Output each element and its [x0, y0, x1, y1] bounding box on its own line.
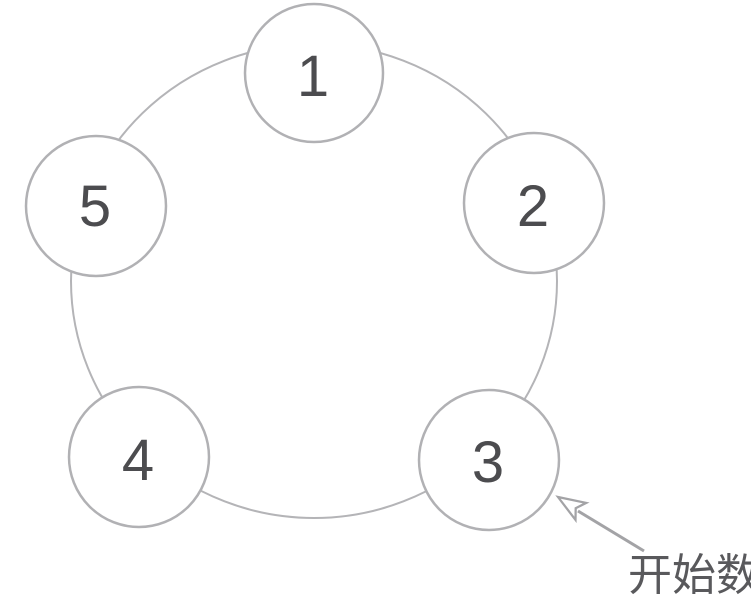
node-4: 4: [67, 385, 211, 529]
annotation-label: 开始数: [628, 551, 751, 600]
node-1-circle: [243, 2, 385, 144]
node-3: 3: [417, 388, 561, 532]
node-5-circle: [24, 134, 168, 278]
node-4-label: 4: [122, 428, 154, 493]
node-3-circle: [417, 388, 561, 532]
node-2: 2: [462, 131, 606, 275]
node-2-circle: [462, 131, 606, 275]
node-5: 5: [24, 134, 168, 278]
node-5-label: 5: [79, 174, 111, 239]
node-3-label: 3: [472, 430, 504, 495]
arrow-shaft-line: [577, 509, 645, 553]
arrow-head-icon: [555, 495, 590, 524]
annotation-arrow: [555, 495, 645, 553]
node-4-circle: [67, 385, 211, 529]
node-1-label: 1: [297, 44, 329, 109]
node-2-label: 2: [517, 174, 549, 239]
node-1: 1: [243, 2, 385, 144]
